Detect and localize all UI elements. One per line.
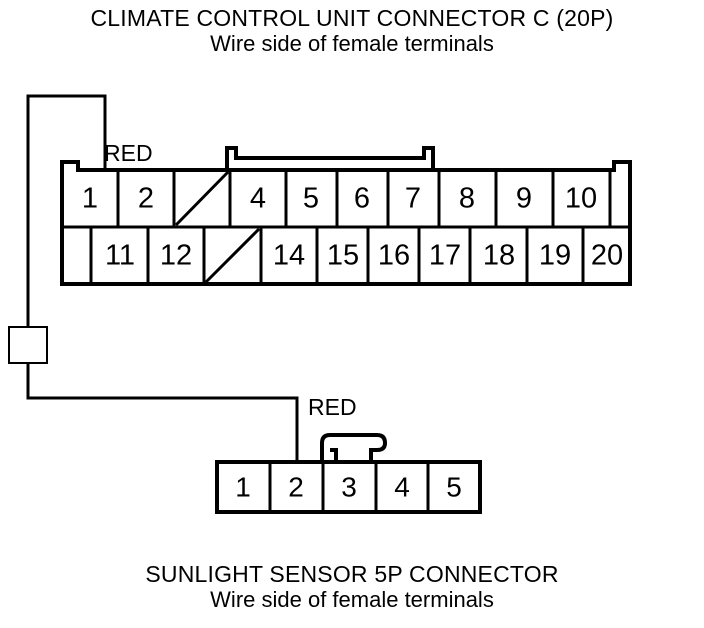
- title-line-2: Wire side of female terminals: [210, 30, 494, 56]
- terminal-label: 19: [539, 240, 571, 272]
- splice-box: [8, 326, 48, 364]
- diagram-caption: SUNLIGHT SENSOR 5P CONNECTOR Wire side o…: [0, 561, 704, 612]
- terminal-label: 11: [105, 240, 135, 272]
- terminal-label: 6: [354, 183, 370, 215]
- connector-20p-top-row: 1 2 4 5 6 7 8 9 10: [82, 170, 612, 227]
- title-line-1: CLIMATE CONTROL UNIT CONNECTOR C (20P): [90, 5, 614, 31]
- terminal-label: 7: [405, 183, 421, 215]
- diagram-title: CLIMATE CONTROL UNIT CONNECTOR C (20P) W…: [0, 5, 704, 56]
- terminal-label: 2: [138, 183, 154, 215]
- latch-tab-5p-left: [330, 448, 338, 462]
- wire-label-red-bottom: RED: [308, 394, 357, 420]
- terminal-label: 20: [591, 240, 623, 272]
- connector-5p-shell: [215, 460, 482, 514]
- terminal-label: 3: [341, 471, 357, 502]
- terminal-label: 5: [446, 471, 462, 502]
- terminal-label: 15: [327, 240, 359, 272]
- terminal-label: 8: [459, 183, 475, 215]
- terminal-label: 9: [516, 183, 532, 215]
- wire-segment-lower: [26, 363, 299, 462]
- wire-label-red-top: RED: [104, 140, 153, 166]
- caption-line-1: SUNLIGHT SENSOR 5P CONNECTOR: [145, 561, 559, 587]
- wire-harness: [8, 94, 299, 462]
- latch-bracket-20p: [225, 146, 435, 170]
- connector-20p-shell: [60, 160, 632, 286]
- terminal-label: 17: [429, 240, 461, 272]
- terminal-label: 18: [483, 240, 515, 272]
- terminal-label: 12: [160, 240, 192, 272]
- wire-segment-upper: [26, 94, 107, 327]
- terminal-label: 1: [82, 183, 98, 215]
- blank-terminal-slash-3: [174, 170, 230, 227]
- terminal-label: 5: [303, 183, 319, 215]
- blank-terminal-slash-13: [204, 227, 261, 284]
- terminal-label: 4: [250, 183, 266, 215]
- connector-20p: 1 2 4 5 6 7 8 9 10: [60, 146, 632, 286]
- terminal-label: 4: [394, 471, 410, 502]
- terminal-label: 2: [288, 471, 304, 502]
- terminal-label: 10: [565, 183, 597, 215]
- connector-20p-bottom-row: 11 12 14 15 16 17 18 19 20: [89, 227, 623, 284]
- latch-tab-5p: [320, 433, 388, 462]
- terminal-label: 14: [273, 240, 305, 272]
- caption-line-2: Wire side of female terminals: [210, 586, 494, 612]
- terminal-label: 1: [235, 471, 251, 502]
- connector-5p: 1 2 3 4 5: [215, 433, 482, 514]
- terminal-label: 16: [378, 240, 410, 272]
